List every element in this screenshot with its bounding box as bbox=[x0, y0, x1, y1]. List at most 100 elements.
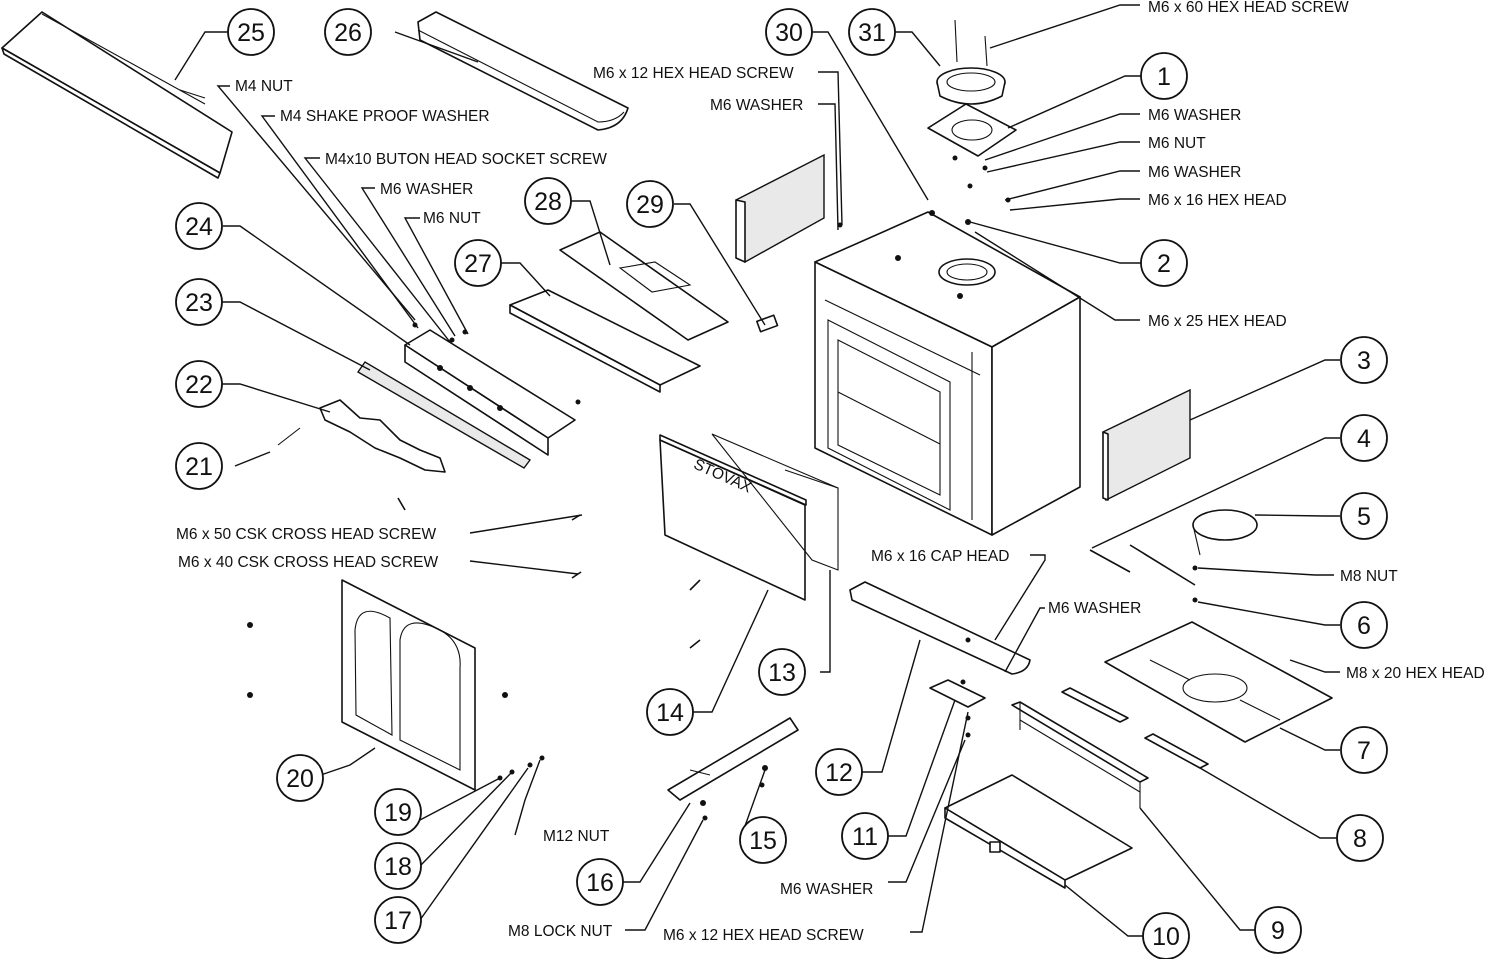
part-4-rod bbox=[1089, 544, 1196, 586]
callout-3-number: 3 bbox=[1357, 347, 1371, 375]
callout-30-number: 30 bbox=[775, 19, 803, 47]
part-27-tray bbox=[509, 289, 701, 393]
callout-23: 23 bbox=[175, 278, 223, 326]
part-25-deflector bbox=[1, 11, 233, 179]
callout-13-number: 13 bbox=[768, 659, 796, 687]
callout-15: 15 bbox=[739, 816, 787, 864]
label-m6-washer-top2: M6 WASHER bbox=[1148, 164, 1241, 181]
callout-6: 6 bbox=[1340, 601, 1388, 649]
callout-18: 18 bbox=[374, 842, 422, 890]
callout-9-number: 9 bbox=[1271, 917, 1285, 945]
callout-5: 5 bbox=[1340, 492, 1388, 540]
part-24-airwash-bar bbox=[404, 329, 576, 456]
part-22-slider bbox=[277, 399, 446, 473]
callout-22-number: 22 bbox=[185, 371, 213, 399]
label-m6-nut-airwash: M6 NUT bbox=[423, 210, 481, 227]
callout-28: 28 bbox=[524, 177, 572, 225]
part-31-flue-collar bbox=[936, 19, 1006, 105]
callout-31: 31 bbox=[848, 8, 896, 56]
callout-21: 21 bbox=[175, 442, 223, 490]
label-m4-nut: M4 NUT bbox=[235, 78, 293, 95]
part-firebrick-left bbox=[735, 153, 825, 264]
part-26-baffle bbox=[417, 11, 629, 131]
part-29-clip bbox=[756, 314, 779, 333]
callout-14-number: 14 bbox=[656, 699, 684, 727]
callout-20-number: 20 bbox=[286, 765, 314, 793]
callout-1: 1 bbox=[1140, 52, 1188, 100]
callout-2-number: 2 bbox=[1157, 250, 1171, 278]
part-5-riddler bbox=[1192, 509, 1258, 556]
callout-16-number: 16 bbox=[586, 869, 614, 897]
callout-15-number: 15 bbox=[749, 827, 777, 855]
callout-11: 11 bbox=[841, 812, 889, 860]
callout-9: 9 bbox=[1254, 906, 1302, 954]
callout-23-number: 23 bbox=[185, 289, 213, 317]
callout-18-number: 18 bbox=[384, 853, 412, 881]
callout-27-number: 27 bbox=[464, 250, 492, 278]
label-m6-washer-firebox: M6 WASHER bbox=[710, 97, 803, 114]
callout-7: 7 bbox=[1340, 726, 1388, 774]
label-m6x16-hex-head: M6 x 16 HEX HEAD bbox=[1148, 192, 1287, 209]
part-30-firebox bbox=[814, 210, 1081, 536]
label-m6x60-hex-head-screw: M6 x 60 HEX HEAD SCREW bbox=[1148, 0, 1349, 16]
callout-26: 26 bbox=[324, 8, 372, 56]
callout-26-number: 26 bbox=[334, 19, 362, 47]
callout-27: 27 bbox=[454, 239, 502, 287]
callout-17-number: 17 bbox=[384, 907, 412, 935]
callout-6-number: 6 bbox=[1357, 612, 1371, 640]
hardware-dots bbox=[397, 222, 1198, 821]
part-8-rail bbox=[1061, 687, 1209, 769]
callout-8-number: 8 bbox=[1353, 825, 1367, 853]
callout-13: 13 bbox=[758, 648, 806, 696]
label-m6-washer-airwash: M6 WASHER bbox=[380, 181, 473, 198]
part-14-glass-frame: STOVAX bbox=[659, 434, 807, 601]
part-13-glass bbox=[711, 433, 839, 571]
leader-lines bbox=[174, 4, 1340, 937]
callout-2: 2 bbox=[1140, 239, 1188, 287]
callout-24-number: 24 bbox=[185, 213, 213, 241]
callout-19: 19 bbox=[374, 788, 422, 836]
callout-14: 14 bbox=[646, 688, 694, 736]
label-m12-nut: M12 NUT bbox=[543, 828, 610, 845]
label-m6-washer-bottom: M6 WASHER bbox=[780, 881, 873, 898]
label-m6-nut-top: M6 NUT bbox=[1148, 135, 1206, 152]
part-10-ashpan bbox=[944, 774, 1133, 889]
callout-5-number: 5 bbox=[1357, 503, 1371, 531]
label-m6-washer-top1: M6 WASHER bbox=[1148, 107, 1241, 124]
callout-16: 16 bbox=[576, 858, 624, 906]
callout-29-number: 29 bbox=[636, 191, 664, 219]
callout-20: 20 bbox=[276, 754, 324, 802]
part-11-plate bbox=[929, 679, 986, 708]
part-3-firebrick-right bbox=[1102, 388, 1191, 502]
part-20-door bbox=[247, 579, 508, 791]
part-7-grate bbox=[1104, 621, 1333, 743]
callout-7-number: 7 bbox=[1357, 737, 1371, 765]
callout-24: 24 bbox=[175, 202, 223, 250]
callout-4-number: 4 bbox=[1357, 425, 1371, 453]
label-m4x10-button-head-screw: M4x10 BUTON HEAD SOCKET SCREW bbox=[325, 151, 607, 168]
part-23-gasket bbox=[356, 361, 532, 469]
callout-22: 22 bbox=[175, 360, 223, 408]
label-m6x50-csk-screw: M6 x 50 CSK CROSS HEAD SCREW bbox=[176, 526, 436, 543]
callout-17: 17 bbox=[374, 896, 422, 944]
label-m6-washer-ashlip: M6 WASHER bbox=[1048, 600, 1141, 617]
part-12-ashlip bbox=[849, 581, 1031, 675]
label-m6x16-cap-head: M6 x 16 CAP HEAD bbox=[871, 548, 1009, 565]
callout-12: 12 bbox=[815, 748, 863, 796]
callout-3: 3 bbox=[1340, 336, 1388, 384]
callout-28-number: 28 bbox=[534, 188, 562, 216]
label-m6x25-hex-head: M6 x 25 HEX HEAD bbox=[1148, 313, 1287, 330]
callout-8: 8 bbox=[1336, 814, 1384, 862]
label-m6x12-hex-head-screw-bottom: M6 x 12 HEX HEAD SCREW bbox=[663, 927, 864, 944]
callout-21-number: 21 bbox=[185, 453, 213, 481]
label-m8-lock-nut: M8 LOCK NUT bbox=[508, 923, 613, 940]
callout-29: 29 bbox=[626, 180, 674, 228]
callout-11-number: 11 bbox=[852, 823, 878, 851]
label-m6x12-hex-head-screw-top: M6 x 12 HEX HEAD SCREW bbox=[593, 65, 794, 82]
label-m8x20-hex-head: M8 x 20 HEX HEAD bbox=[1346, 665, 1485, 682]
label-m6x40-csk-screw: M6 x 40 CSK CROSS HEAD SCREW bbox=[178, 554, 438, 571]
callout-25-number: 25 bbox=[237, 19, 265, 47]
callout-10: 10 bbox=[1142, 912, 1190, 959]
callout-1-number: 1 bbox=[1157, 63, 1171, 91]
